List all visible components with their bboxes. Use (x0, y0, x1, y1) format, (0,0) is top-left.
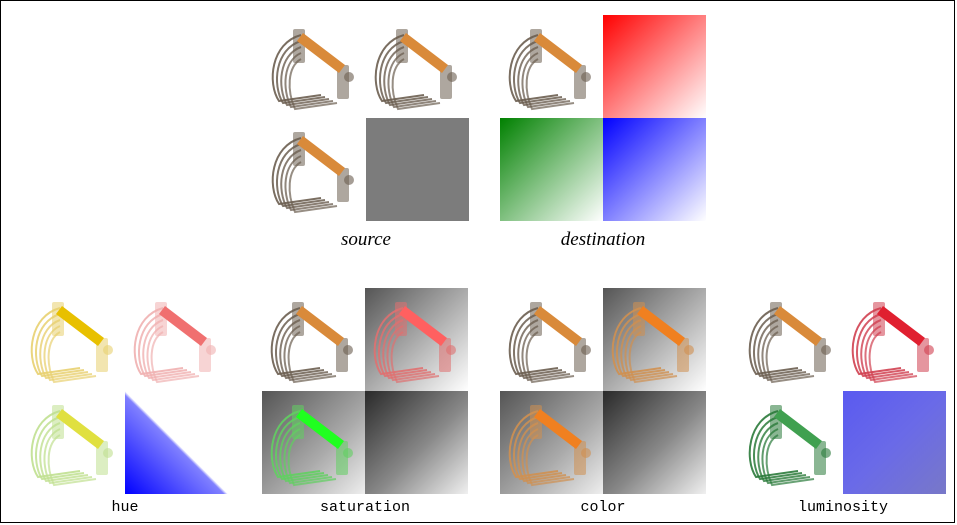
caption-color: color (500, 499, 706, 516)
saturation-image-1 (262, 288, 365, 391)
caption-hue: hue (22, 499, 228, 516)
saturation-gray-gradient (365, 391, 468, 494)
color-gray-gradient (603, 391, 706, 494)
caption-saturation: saturation (262, 499, 468, 516)
hue-image-1 (22, 288, 125, 391)
destination-green-gradient (500, 118, 603, 221)
source-image-2 (366, 15, 469, 118)
luminosity-image-1 (740, 288, 843, 391)
destination-red-gradient (603, 15, 706, 118)
source-gray-square (366, 118, 469, 221)
caption-luminosity: luminosity (740, 499, 946, 516)
color-image-2 (603, 288, 706, 391)
hue-blue-triangle (125, 391, 228, 494)
luminosity-image-2 (843, 288, 946, 391)
saturation-image-2 (365, 288, 468, 391)
color-image-3 (500, 391, 603, 494)
caption-source: source (263, 229, 469, 251)
caption-destination: destination (500, 229, 706, 251)
hue-image-2 (125, 288, 228, 391)
destination-blue-gradient (603, 118, 706, 221)
luminosity-image-3 (740, 391, 843, 494)
luminosity-blue-square (843, 391, 946, 494)
saturation-image-3 (262, 391, 365, 494)
source-image-3 (263, 118, 366, 221)
hue-image-3 (22, 391, 125, 494)
source-image-1 (263, 15, 366, 118)
color-image-1 (500, 288, 603, 391)
destination-image (500, 15, 603, 118)
